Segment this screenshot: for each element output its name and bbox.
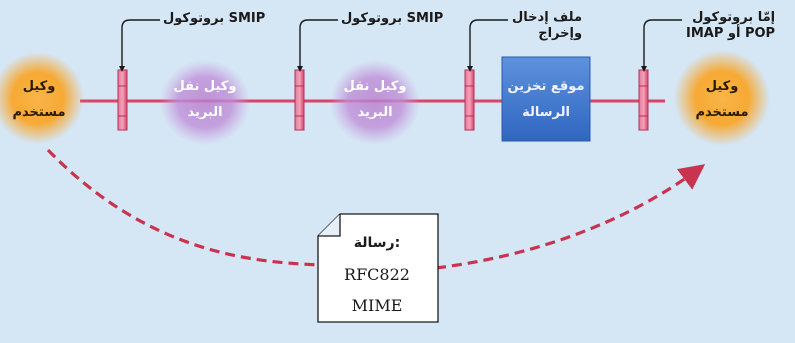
mta1-label: وكيل نقل البريد bbox=[173, 79, 237, 120]
mta1-blob bbox=[160, 60, 250, 145]
callout-line-smip-1 bbox=[121, 19, 160, 68]
message-store-box bbox=[501, 56, 591, 142]
receiver-user-agent-label: وكيل مستخدم bbox=[695, 79, 749, 120]
document-icon bbox=[317, 213, 439, 323]
label-smip-2: بروتوكول SMIP bbox=[341, 11, 444, 26]
message-document-text: رسالة: RFC822 MIME bbox=[318, 228, 436, 321]
connector-plug-icon bbox=[464, 69, 475, 131]
receiver-user-agent-blob bbox=[674, 50, 770, 146]
message-format-mime: MIME bbox=[351, 296, 403, 315]
sender-user-agent-blob bbox=[0, 52, 84, 144]
mta2-label: وكيل نقل البريد bbox=[343, 79, 407, 120]
message-format-rfc822: RFC822 bbox=[344, 265, 410, 284]
connector-plug-icon bbox=[294, 69, 305, 131]
callout-line-smip-2 bbox=[299, 19, 338, 68]
mta2-blob bbox=[330, 60, 420, 145]
message-flow-arrow-end bbox=[435, 164, 706, 270]
label-pop-imap: إمّا بروتوكول IMAP أو POP bbox=[686, 10, 776, 41]
callout-line-pop bbox=[643, 19, 682, 68]
connector-plug-icon bbox=[638, 69, 649, 131]
sender-user-agent-label: وكيل مستخدم bbox=[12, 79, 66, 120]
message-title: رسالة: bbox=[353, 235, 401, 251]
connector-plug-icon bbox=[117, 69, 128, 131]
label-smip-1: بروتوكول SMIP bbox=[163, 11, 266, 26]
message-store-label: موقع تخزين الرسالة bbox=[507, 79, 585, 120]
callout-line-io bbox=[469, 19, 508, 68]
label-input-output: ملف إدخال وإخراج bbox=[512, 10, 583, 41]
message-flow-arrow bbox=[46, 148, 321, 267]
